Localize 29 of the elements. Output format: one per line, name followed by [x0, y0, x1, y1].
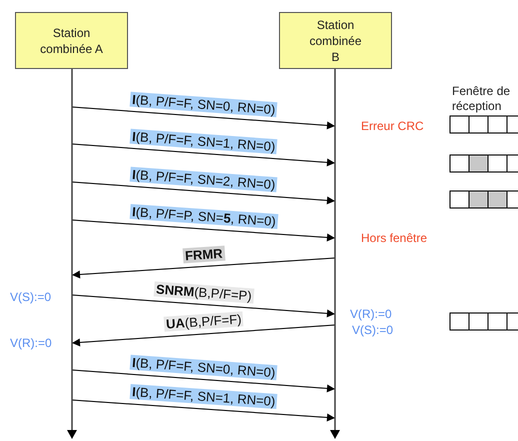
message-arrow	[72, 370, 336, 392]
station-box: Station combinée A	[15, 12, 128, 69]
message-arrow	[72, 220, 336, 242]
edge-label: SNRM(B,P/F=P)	[153, 280, 254, 304]
annotation-text: V(S):=0	[352, 323, 394, 338]
lifeline-arrow	[330, 69, 340, 439]
edge-label: I(B, P/F=P, SN=5, RN=0)	[129, 204, 278, 230]
edge-label: I(B, P/F=F, SN=1, RN=0)	[129, 384, 278, 410]
message-arrow	[72, 258, 336, 278]
edge-label: I(B, P/F=F, SN=0, RN=0)	[129, 354, 278, 380]
message-arrow	[72, 144, 336, 166]
message-arrow	[72, 324, 336, 346]
edge-label: FRMR	[182, 245, 225, 263]
message-arrow	[72, 106, 336, 130]
annotation-text: V(R):=0	[350, 307, 392, 322]
edge-label: I(B, P/F=F, SN=2, RN=0)	[129, 166, 278, 192]
edge-label: UA(B,P/F=F)	[163, 311, 244, 332]
edge-label: I(B, P/F=F, SN=0, RN=0)	[129, 91, 278, 117]
annotation-text: V(R):=0	[10, 336, 52, 351]
station-box: Station combinée B	[279, 12, 392, 69]
column-heading: Fenêtre de réception	[452, 84, 512, 114]
message-arrow	[72, 294, 336, 318]
edge-label: I(B, P/F=F, SN=1, RN=0)	[129, 128, 278, 154]
annotation-text: Erreur CRC	[361, 119, 424, 134]
lifeline-arrow	[67, 69, 77, 439]
message-arrow	[72, 400, 336, 422]
annotation-text: V(S):=0	[10, 290, 52, 305]
message-arrow	[72, 182, 336, 204]
annotation-text: Hors fenêtre	[361, 231, 428, 246]
